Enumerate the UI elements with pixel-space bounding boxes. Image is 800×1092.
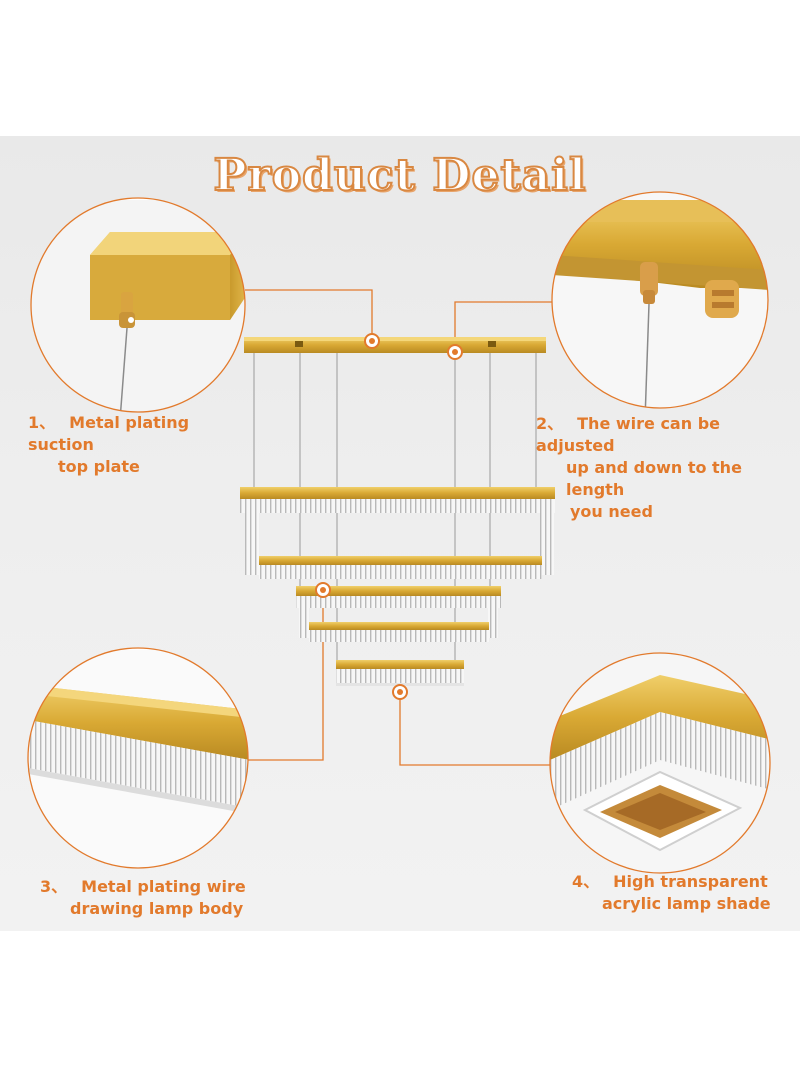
- feature-text-line: High transparent: [613, 872, 768, 891]
- feature-text-line: up and down to the length: [566, 458, 742, 499]
- feature-text-line: drawing lamp body: [70, 899, 244, 918]
- feature-number: 2、: [536, 414, 564, 433]
- callout-line-2: [454, 301, 553, 350]
- feature-caption-4: 4、 High transparent acrylic lamp shade: [572, 871, 782, 915]
- lamp-ring-medium: [296, 586, 501, 642]
- feature-number: 1、: [28, 413, 56, 432]
- feature-caption-3: 3、 Metal plating wire drawing lamp body: [40, 876, 270, 920]
- callout-line-3: [245, 590, 324, 761]
- top-plate: [244, 337, 546, 353]
- feature-text-line: Metal plating suction: [28, 413, 190, 454]
- detail-circle-lamp-body: [27, 647, 249, 869]
- detail-circle-top-plate: [30, 197, 246, 413]
- feature-caption-2: 2、The wire can be adjusted up and down t…: [536, 413, 798, 523]
- feature-text-line: Metal plating wire: [81, 877, 246, 896]
- page-title: Product Detail: [212, 149, 587, 202]
- callout-lines: [245, 289, 553, 766]
- detail-circle-acrylic-shade: [549, 652, 771, 874]
- callout-line-4: [399, 692, 552, 766]
- detail-circle-wire-fitting: [551, 191, 769, 409]
- feature-text-line: top plate: [58, 457, 140, 476]
- callout-dots: [315, 333, 463, 700]
- feature-text-line: The wire can be adjusted: [536, 414, 720, 455]
- callout-line-1: [245, 289, 373, 341]
- feature-text-line: you need: [570, 502, 653, 521]
- feature-caption-1: 1、Metal plating suction top plate: [28, 412, 258, 478]
- lamp-ring-small: [336, 660, 464, 686]
- lamp-ring-large: [240, 487, 555, 579]
- feature-text-line: acrylic lamp shade: [602, 894, 771, 913]
- feature-number: 4、: [572, 872, 600, 891]
- feature-number: 3、: [40, 877, 68, 896]
